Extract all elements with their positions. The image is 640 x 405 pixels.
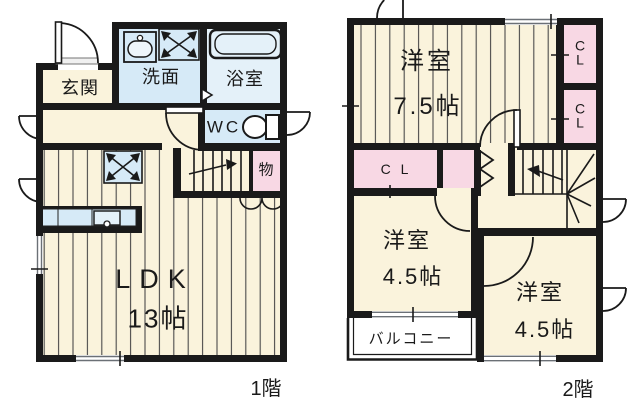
floor2-doors	[376, 0, 627, 312]
casement-window	[18, 115, 43, 140]
label-room-b: 洋室	[382, 227, 432, 253]
label-room-b-size: 4.5帖	[382, 263, 444, 289]
label-room-a: 洋室	[400, 47, 454, 75]
label-entrance: 玄関	[61, 77, 99, 98]
closet-left2-area	[443, 150, 474, 188]
room-a-door-swing	[479, 109, 518, 148]
closet-top-area	[563, 25, 596, 83]
storage-closet-area	[253, 150, 280, 191]
label-floor1: 1階	[250, 377, 282, 400]
floor2-windows	[342, 14, 569, 366]
casement-window	[18, 178, 43, 203]
label-washroom: 洗面	[142, 66, 180, 87]
room-c-door-swing	[483, 236, 534, 287]
stairs-down-arrow	[527, 165, 540, 177]
bathtub-icon	[208, 28, 283, 60]
label-balcony: バルコニー	[368, 330, 454, 348]
casement-window	[602, 198, 627, 223]
hall-door-leaf	[165, 106, 204, 114]
floor-hatch-icon	[103, 150, 143, 184]
room-a-flooring	[354, 25, 556, 143]
closet-mid-area	[563, 90, 596, 143]
floor2-walls	[347, 18, 603, 362]
stairs-up-arrow	[226, 159, 237, 170]
label-ldk: LDK	[115, 264, 195, 295]
room-a-door-leaf	[513, 109, 521, 148]
ldk-flooring	[43, 150, 280, 355]
floor1-doors	[18, 21, 311, 203]
label-room-c: 洋室	[515, 279, 565, 305]
label-closet-left: C L	[380, 160, 412, 177]
top-door-swing	[376, 0, 404, 19]
floor1-stairs	[188, 150, 242, 191]
toilet-icon	[242, 114, 280, 140]
kitchen-counter-icon	[38, 206, 142, 233]
label-bathroom: 浴室	[226, 68, 264, 89]
bathroom-door-mark	[201, 87, 214, 103]
label-room-c-size: 4.5帖	[514, 316, 576, 342]
label-ldk-size: 13帖	[127, 303, 189, 334]
label-storage: 物	[258, 161, 274, 179]
label-closet-top: C L	[574, 37, 586, 68]
room-b-door-swing	[434, 195, 471, 232]
entrance-door-leaf	[54, 21, 63, 64]
sink-icon	[123, 31, 157, 63]
label-floor2: 2階	[562, 378, 594, 401]
label-closet-mid: C L	[574, 100, 586, 131]
entrance-door-swing	[60, 22, 99, 64]
floor1-walls	[36, 22, 287, 362]
label-wc: WC	[206, 117, 242, 137]
closet-left-area	[354, 150, 437, 188]
casement-window	[602, 287, 627, 312]
floor1-windows	[31, 236, 124, 366]
casement-window	[286, 111, 311, 136]
hall-door-swing	[165, 112, 204, 151]
label-room-a-size: 7.5帖	[393, 92, 463, 120]
floor2-stairs	[515, 150, 596, 230]
washing-machine-icon	[158, 28, 200, 61]
